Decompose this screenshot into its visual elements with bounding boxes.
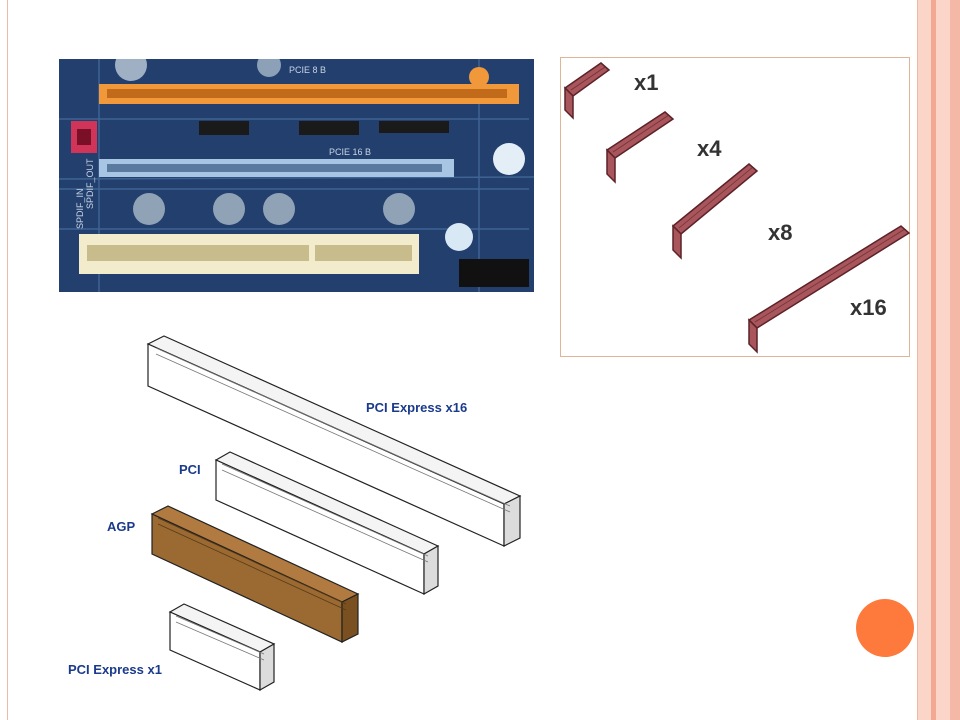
label-pci: PCI: [179, 462, 201, 477]
label-agp: AGP: [107, 519, 136, 534]
label-pcie-x16: PCI Express x16: [366, 400, 468, 415]
accent-circle: [856, 599, 914, 657]
pcie-slot-lengths: x1 x4 x8 x16: [560, 57, 911, 357]
decor-band: [936, 0, 950, 720]
board-print: SPDIF_OUT: [85, 158, 95, 209]
agp-slot: [150, 505, 360, 643]
decor-band: [918, 0, 931, 720]
slot-label-x16: x16: [850, 295, 887, 320]
decor-band: [931, 0, 936, 720]
decor-band: [950, 0, 960, 720]
slot-label-x8: x8: [768, 220, 793, 245]
board-print: PCIE 16 B: [329, 147, 371, 157]
board-print: PCIE 8 B: [289, 65, 326, 75]
slide-frame: [7, 0, 918, 720]
pci-slot: [214, 451, 440, 596]
label-pcie-x1: PCI Express x1: [68, 662, 162, 677]
pcie-x1-slot: [168, 603, 276, 692]
expansion-slot-comparison: PCI Express x16 PCI AGP PCI Express x1: [60, 330, 540, 700]
slot-label-x1: x1: [634, 70, 659, 95]
board-print: SPDIF_IN: [75, 188, 85, 229]
motherboard-photo: PCIE 8 B PCIE 16 B SPDIF_IN SPDIF_OUT: [59, 59, 534, 292]
pcie-x16-slot: [146, 335, 522, 547]
slot-label-x4: x4: [697, 136, 722, 161]
